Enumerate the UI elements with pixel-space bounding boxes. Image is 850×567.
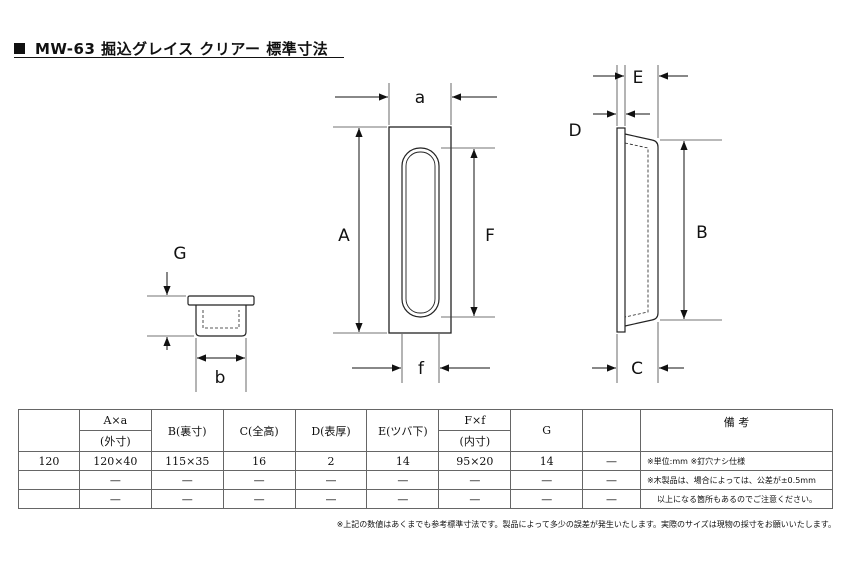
note-2: ※木製品は、場合によっては、公差が±0.5mm [639, 470, 834, 490]
header-g: G [510, 409, 584, 452]
side-body [624, 133, 659, 327]
cell: 120 [18, 451, 80, 471]
cell: 16 [222, 451, 296, 471]
cell: 14 [366, 451, 440, 471]
header-blank-2 [582, 409, 641, 452]
front-view [388, 126, 452, 334]
table-row: — — — — — — — — 以上になる箇所もあるのでご注意ください。 [18, 489, 834, 509]
header-e: E(ツバ下) [366, 409, 440, 452]
cell: — [150, 470, 224, 490]
label-D: D [568, 121, 581, 141]
title-text: MW-63 掘込グレイス クリアー 標準寸法 [35, 40, 329, 58]
cell: — [438, 489, 512, 509]
front-dimension-arrows [335, 93, 497, 372]
cell: — [294, 489, 368, 509]
label-C: C [631, 359, 643, 379]
header-d: D(表厚) [294, 409, 368, 452]
small-section-view [187, 295, 255, 337]
footnote: ※上記の数値はあくまでも参考標準寸法です。製品によって多少の誤差が発生いたします… [336, 520, 836, 529]
side-flange [616, 127, 626, 333]
header-outer-size: (外寸) [78, 430, 152, 452]
side-extension-lines [616, 65, 722, 383]
side-dimension-arrows [592, 72, 688, 372]
side-view [616, 127, 659, 333]
cell: — [510, 470, 584, 490]
front-extension-lines [333, 83, 495, 383]
cell: — [78, 470, 152, 490]
cell: — [366, 470, 440, 490]
cell [18, 470, 80, 490]
header-c: C(全高) [222, 409, 296, 452]
label-B: B [696, 223, 708, 243]
cell: — [366, 489, 440, 509]
small-hidden-line [202, 310, 240, 329]
cell: — [582, 451, 641, 471]
cell: — [582, 489, 641, 509]
header-b: B(裏寸) [150, 409, 224, 452]
cell: — [294, 470, 368, 490]
cell: 14 [510, 451, 584, 471]
note-1: ※単位:mm ※釘穴ナシ仕様 [639, 451, 834, 471]
small-body [195, 305, 247, 337]
cell: — [438, 470, 512, 490]
header-fxf: F×f [438, 409, 512, 431]
header-remarks: 備 考 [639, 409, 834, 452]
label-f: f [418, 359, 425, 379]
cell: — [150, 489, 224, 509]
side-hidden-line [624, 142, 649, 318]
cell: — [78, 489, 152, 509]
header-axa: A×a [78, 409, 152, 431]
front-outer-rect [388, 126, 452, 334]
label-b: b [215, 368, 226, 388]
cell [18, 489, 80, 509]
label-a: a [415, 88, 425, 108]
cell: — [222, 489, 296, 509]
cell: 115×35 [150, 451, 224, 471]
cell: — [510, 489, 584, 509]
cell: — [582, 470, 641, 490]
front-inner-recess [401, 147, 440, 318]
cell: 95×20 [438, 451, 512, 471]
header-inner-size: (内寸) [438, 430, 512, 452]
label-F: F [485, 226, 495, 246]
small-dimension-arrows [163, 272, 245, 362]
label-G: G [173, 244, 186, 264]
cell: — [222, 470, 296, 490]
spec-table: A×a B(裏寸) C(全高) D(表厚) E(ツバ下) F×f G 備 考 (… [18, 409, 834, 509]
page-title: MW-63 掘込グレイス クリアー 標準寸法 [14, 38, 328, 59]
label-A: A [338, 226, 350, 246]
cell: 120×40 [78, 451, 152, 471]
small-extension-lines [147, 295, 247, 392]
cell: 2 [294, 451, 368, 471]
label-E: E [633, 68, 644, 88]
table-row: 120 120×40 115×35 16 2 14 95×20 14 — ※単位… [18, 451, 834, 471]
note-3: 以上になる箇所もあるのでご注意ください。 [639, 489, 834, 509]
header-blank [18, 409, 80, 452]
small-flange [187, 295, 255, 306]
table-row: — — — — — — — — ※木製品は、場合によっては、公差が±0.5mm [18, 470, 834, 490]
header-row-1: A×a B(裏寸) C(全高) D(表厚) E(ツバ下) F×f G 備 考 [18, 409, 834, 452]
front-inner-recess-line [405, 151, 436, 314]
square-bullet-icon [14, 43, 25, 54]
title-underline [14, 57, 344, 58]
